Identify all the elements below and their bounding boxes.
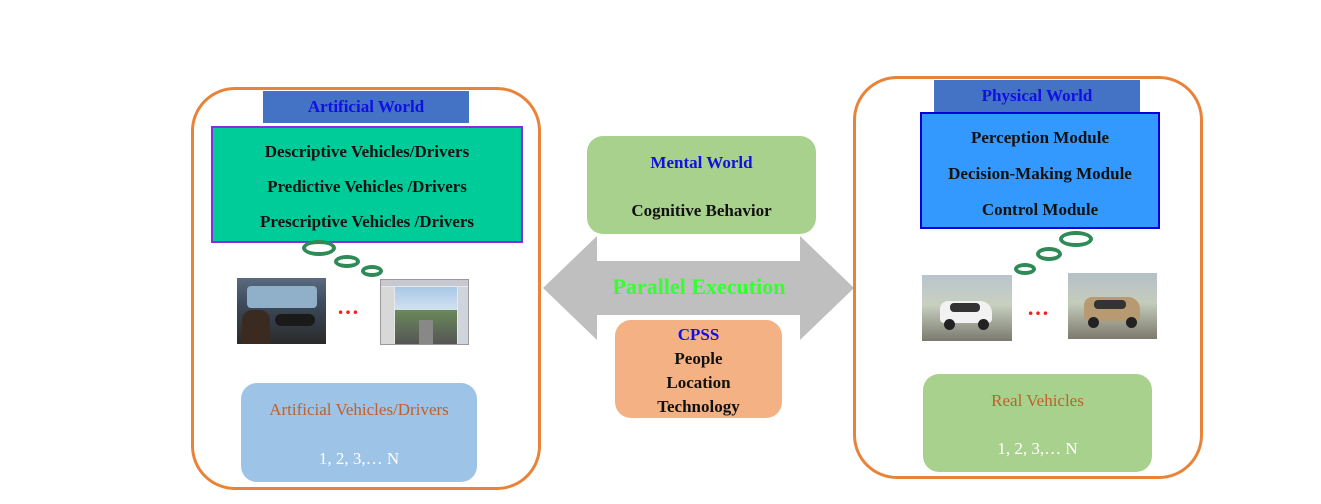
real-vehicles-count: 1, 2, 3,… N: [997, 439, 1078, 458]
thought-bubble-medium-right: [1036, 247, 1062, 261]
cpss-item-people: People: [674, 349, 723, 368]
artificial-world-title: Artificial World: [263, 91, 469, 123]
thought-bubble-medium: [334, 255, 360, 268]
driving-simulator-image: [237, 278, 326, 344]
real-vehicle-image-1: [922, 275, 1012, 341]
real-vehicles-label: Real Vehicles: [991, 391, 1084, 410]
parallel-execution-label: Parallel Execution: [612, 274, 786, 299]
module-control: Control Module: [981, 200, 1099, 219]
thought-bubble-small: [361, 265, 383, 277]
artificial-ellipsis: …: [337, 294, 360, 319]
physical-ellipsis: …: [1027, 295, 1050, 320]
simulation-software-image: [380, 279, 469, 345]
artificial-vehicles-box: Descriptive Vehicles/Drivers Predictive …: [211, 126, 523, 243]
artificial-source-count: 1, 2, 3,… N: [318, 449, 400, 468]
physical-world-title: Physical World: [934, 80, 1140, 112]
mental-world-title: Mental World: [650, 153, 753, 172]
artificial-vehicles-source-box: Artificial Vehicles/Drivers 1, 2, 3,… N: [241, 383, 477, 482]
thought-bubble-large: [302, 240, 336, 256]
module-perception: Perception Module: [970, 128, 1110, 147]
cpss-title: CPSS: [677, 325, 720, 344]
cpss-item-location: Location: [666, 373, 731, 392]
artificial-item-predictive: Predictive Vehicles /Drivers: [267, 177, 467, 196]
real-vehicles-source-box: Real Vehicles 1, 2, 3,… N: [923, 374, 1152, 472]
mental-world-subtitle: Cognitive Behavior: [631, 201, 772, 220]
artificial-source-label: Artificial Vehicles/Drivers: [269, 400, 449, 419]
parallel-execution-arrow: [543, 236, 854, 340]
thought-bubble-large-right: [1059, 231, 1093, 247]
real-vehicle-image-2: [1068, 273, 1157, 339]
cpss-item-technology: Technology: [657, 397, 740, 416]
module-decision-making: Decision-Making Module: [948, 164, 1132, 183]
artificial-item-descriptive: Descriptive Vehicles/Drivers: [264, 142, 470, 161]
mental-world-box: Mental World Cognitive Behavior: [587, 136, 816, 234]
artificial-item-prescriptive: Prescriptive Vehicles /Drivers: [259, 212, 475, 231]
cpss-box: CPSS People Location Technology: [615, 320, 782, 418]
physical-modules-box: Perception Module Decision-Making Module…: [920, 112, 1160, 229]
thought-bubble-small-right: [1014, 263, 1036, 275]
